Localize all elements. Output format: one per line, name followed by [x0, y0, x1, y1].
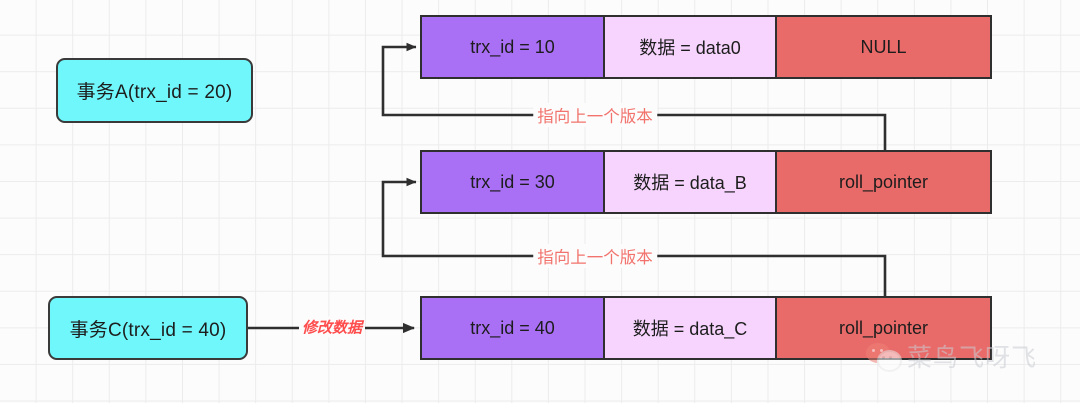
record-data-cell: 数据 = data_C [605, 298, 777, 358]
record-trx-label: trx_id = 40 [470, 317, 555, 338]
record-trx-cell: trx_id = 40 [422, 298, 605, 358]
record-data-label: 数据 = data0 [639, 38, 741, 58]
transaction-box-a[interactable]: 事务A(trx_id = 20) [56, 58, 253, 123]
version-record-row[interactable]: trx_id = 40 数据 = data_C roll_pointer [420, 296, 992, 360]
record-data-label: 数据 = data_C [632, 319, 748, 339]
transaction-a-label: 事务A(trx_id = 20) [76, 82, 233, 103]
record-trx-label: trx_id = 10 [470, 36, 555, 57]
version-link-row3-to-row2 [381, 177, 887, 296]
version-link-label-1: 指向上一个版本 [533, 103, 657, 127]
version-link-label-2: 指向上一个版本 [533, 244, 657, 268]
record-data-cell: 数据 = data_B [605, 152, 777, 212]
version-link-row2-to-row1 [381, 42, 887, 150]
record-pointer-label: roll_pointer [838, 171, 929, 192]
record-pointer-cell: NULL [777, 17, 990, 77]
transaction-box-c[interactable]: 事务C(trx_id = 40) [48, 296, 248, 360]
record-trx-cell: trx_id = 10 [422, 17, 605, 77]
record-data-cell: 数据 = data0 [605, 17, 777, 77]
record-pointer-label: NULL [860, 36, 907, 57]
transaction-c-label: 事务C(trx_id = 40) [69, 319, 227, 341]
record-pointer-cell: roll_pointer [777, 298, 990, 358]
modify-data-label: 修改数据 [298, 316, 366, 338]
record-pointer-label: roll_pointer [838, 317, 929, 338]
record-data-label: 数据 = data_B [633, 173, 747, 193]
record-pointer-cell: roll_pointer [777, 152, 990, 212]
version-record-row[interactable]: trx_id = 10 数据 = data0 NULL [420, 15, 992, 79]
record-trx-label: trx_id = 30 [470, 171, 555, 192]
version-record-row[interactable]: trx_id = 30 数据 = data_B roll_pointer [420, 150, 992, 214]
record-trx-cell: trx_id = 30 [422, 152, 605, 212]
